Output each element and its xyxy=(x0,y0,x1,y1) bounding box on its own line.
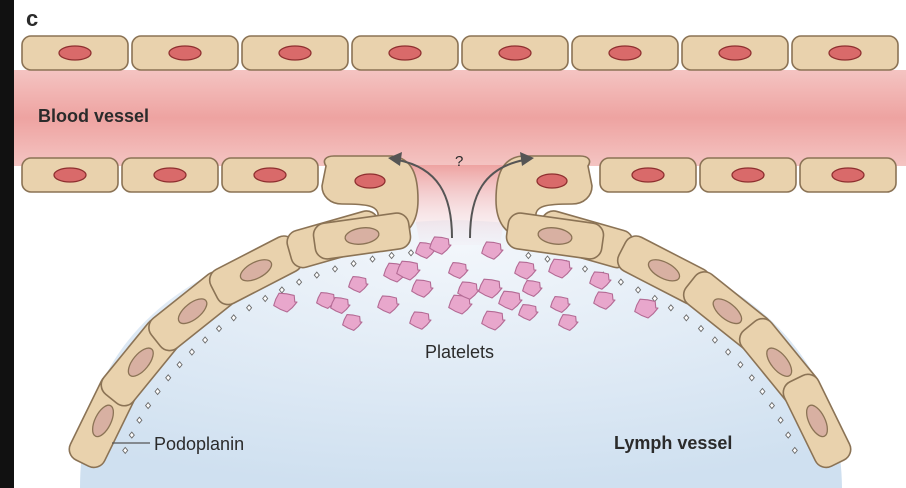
lymph-vessel-label: Lymph vessel xyxy=(614,433,732,453)
blood-vessel-upper-endothelium xyxy=(22,36,898,70)
platelets-label: Platelets xyxy=(425,342,494,362)
question-mark: ? xyxy=(455,153,463,170)
endothelial-cell-top-4 xyxy=(352,36,458,70)
endothelial-cell-top-1 xyxy=(22,36,128,70)
endothelial-cell-top-2 xyxy=(132,36,238,70)
panel-label: c xyxy=(26,6,38,31)
endothelial-cell-bottom-1 xyxy=(22,158,118,192)
endothelial-cell-bottom-right-3 xyxy=(800,158,896,192)
podoplanin-label: Podoplanin xyxy=(154,434,244,454)
image-edge-bar xyxy=(0,0,14,488)
endothelial-cell-top-7 xyxy=(682,36,788,70)
endothelial-cell-bottom-right-2 xyxy=(700,158,796,192)
endothelial-cell-bottom-3 xyxy=(222,158,318,192)
endothelial-cell-top-5 xyxy=(462,36,568,70)
blood-vessel-label: Blood vessel xyxy=(38,106,149,126)
endothelial-cell-top-3 xyxy=(242,36,348,70)
endothelial-cell-top-8 xyxy=(792,36,898,70)
endothelial-cell-top-6 xyxy=(572,36,678,70)
endothelial-cell-bottom-2 xyxy=(122,158,218,192)
endothelial-cell-bottom-right-1 xyxy=(600,158,696,192)
